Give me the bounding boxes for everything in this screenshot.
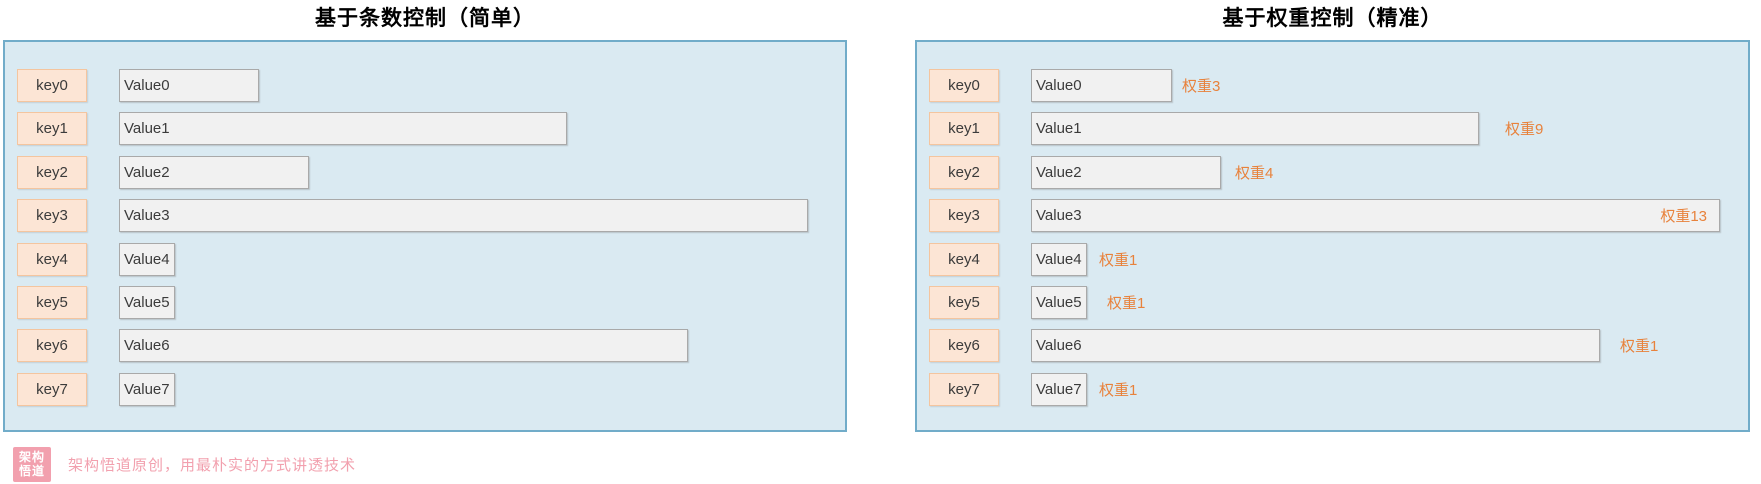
- panel-title-count-based: 基于条数控制（简单）: [315, 7, 535, 30]
- value-text: Value6: [124, 337, 170, 354]
- footer-tagline: 架构悟道原创，用最朴实的方式讲透技术: [68, 456, 357, 474]
- kv-row: key3 Value3 权重13: [917, 199, 1748, 232]
- weight-label: 权重4: [1235, 165, 1274, 182]
- value-text: Value1: [124, 120, 170, 137]
- kv-row: key4 Value4: [5, 243, 845, 276]
- key-cell: key7: [929, 373, 999, 406]
- value-text: Value2: [1036, 164, 1082, 181]
- kv-row: key2 Value2: [5, 156, 845, 189]
- panel-title-weight-based: 基于权重控制（精准）: [1222, 7, 1443, 30]
- weight-label: 权重13: [1660, 208, 1707, 225]
- key-cell: key1: [17, 112, 87, 145]
- value-text: Value0: [1036, 77, 1082, 94]
- panel-body-weight-based: 权重3 key0 Value0 权重9 key1 Value1 权重4 key2 Value2 k…: [915, 40, 1750, 432]
- key-cell: key6: [17, 329, 87, 362]
- kv-row: key7 Value7: [5, 373, 845, 406]
- value-text: Value3: [124, 207, 170, 224]
- value-cell: Value0: [119, 69, 259, 102]
- value-cell: Value3 权重13: [1031, 199, 1720, 232]
- key-cell: key6: [929, 329, 999, 362]
- value-cell: Value7: [1031, 373, 1087, 406]
- kv-row: 权重1 key5 Value5: [917, 286, 1748, 319]
- key-cell: key2: [929, 156, 999, 189]
- value-text: Value4: [1036, 251, 1082, 268]
- value-text: Value7: [124, 381, 170, 398]
- kv-row: 权重3 key0 Value0: [917, 69, 1748, 102]
- brand-logo-line1: 架构: [18, 450, 45, 464]
- value-text: Value1: [1036, 120, 1082, 137]
- kv-row: key0 Value0: [5, 69, 845, 102]
- value-cell: Value4: [119, 243, 175, 276]
- key-cell: key5: [17, 286, 87, 319]
- key-cell: key3: [17, 199, 87, 232]
- value-text: Value3: [1036, 207, 1082, 224]
- kv-row: 权重1 key7 Value7: [917, 373, 1748, 406]
- key-cell: key7: [17, 373, 87, 406]
- value-text: Value6: [1036, 337, 1082, 354]
- value-cell: Value3: [119, 199, 808, 232]
- value-cell: Value2: [119, 156, 309, 189]
- value-text: Value2: [124, 164, 170, 181]
- key-cell: key4: [17, 243, 87, 276]
- brand-logo: 架构 悟道: [13, 446, 51, 482]
- value-cell: Value6: [119, 329, 688, 362]
- weight-label: 权重1: [1099, 252, 1138, 269]
- value-cell: Value5: [119, 286, 175, 319]
- kv-row: key3 Value3: [5, 199, 845, 232]
- value-text: Value4: [124, 251, 170, 268]
- key-cell: key0: [929, 69, 999, 102]
- weight-label: 权重1: [1107, 295, 1146, 312]
- weight-label: 权重9: [1505, 121, 1544, 138]
- kv-row: key5 Value5: [5, 286, 845, 319]
- kv-row: 权重1 key4 Value4: [917, 243, 1748, 276]
- value-text: Value7: [1036, 381, 1082, 398]
- weight-label: 权重3: [1182, 78, 1221, 95]
- value-cell: Value1: [119, 112, 567, 145]
- kv-row: 权重1 key6 Value6: [917, 329, 1748, 362]
- key-cell: key4: [929, 243, 999, 276]
- kv-row: 权重9 key1 Value1: [917, 112, 1748, 145]
- key-cell: key1: [929, 112, 999, 145]
- footer: 架构 悟道 架构悟道原创，用最朴实的方式讲透技术: [13, 446, 356, 482]
- key-cell: key2: [17, 156, 87, 189]
- value-cell: Value0: [1031, 69, 1172, 102]
- value-cell: Value5: [1031, 286, 1087, 319]
- value-text: Value5: [124, 294, 170, 311]
- kv-row: 权重4 key2 Value2: [917, 156, 1748, 189]
- value-text: Value5: [1036, 294, 1082, 311]
- weight-label: 权重1: [1620, 338, 1659, 355]
- key-cell: key3: [929, 199, 999, 232]
- key-cell: key0: [17, 69, 87, 102]
- value-cell: Value4: [1031, 243, 1087, 276]
- brand-logo-line2: 悟道: [18, 464, 45, 478]
- key-cell: key5: [929, 286, 999, 319]
- panel-body-count-based: key0 Value0 key1 Value1 key2 Value2 key3 Value3…: [3, 40, 847, 432]
- value-text: Value0: [124, 77, 170, 94]
- weight-label: 权重1: [1099, 382, 1138, 399]
- kv-row: key1 Value1: [5, 112, 845, 145]
- value-cell: Value7: [119, 373, 175, 406]
- value-cell: Value6: [1031, 329, 1600, 362]
- kv-row: key6 Value6: [5, 329, 845, 362]
- value-cell: Value2: [1031, 156, 1221, 189]
- value-cell: Value1: [1031, 112, 1479, 145]
